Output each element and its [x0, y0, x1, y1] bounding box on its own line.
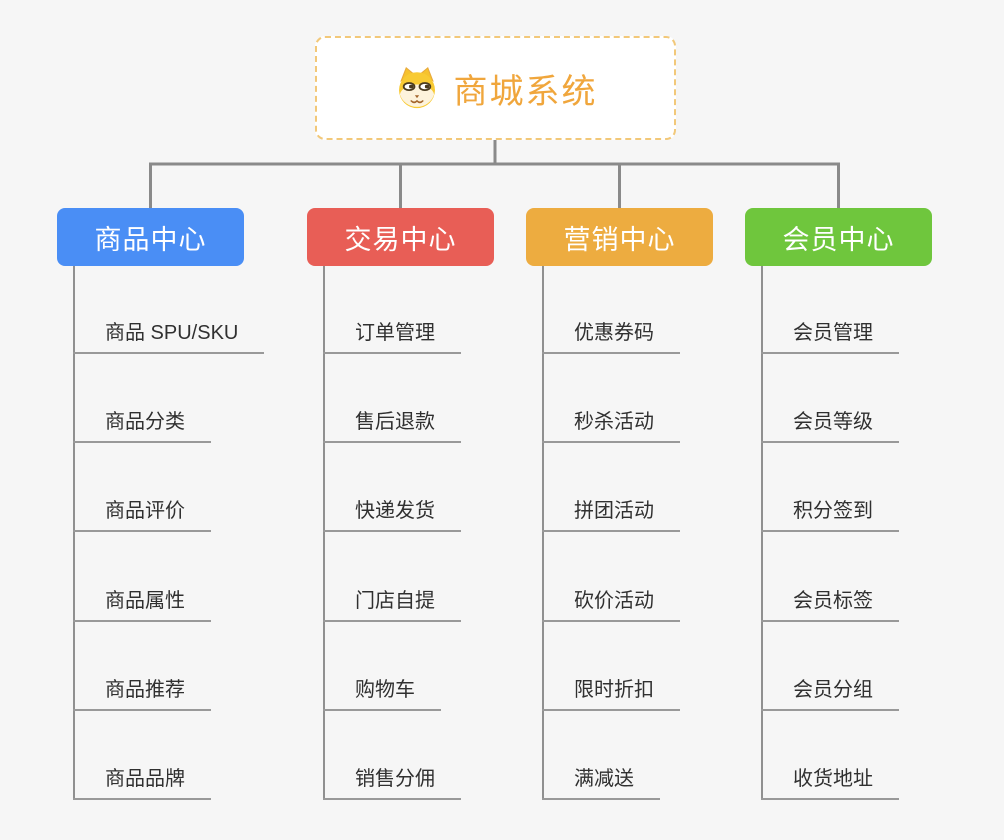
child-topic[interactable]: 会员分组	[761, 665, 899, 711]
child-topic[interactable]: 拼团活动	[542, 486, 680, 532]
child-topic[interactable]: 会员管理	[761, 308, 899, 354]
branch-trunk-line	[323, 266, 325, 800]
child-topic[interactable]: 收货地址	[761, 754, 899, 800]
child-topic[interactable]: 秒杀活动	[542, 397, 680, 443]
child-topic[interactable]: 快递发货	[323, 486, 461, 532]
branch-header-1[interactable]: 交易中心	[307, 208, 494, 266]
child-topic[interactable]: 商品 SPU/SKU	[73, 308, 265, 354]
child-topic[interactable]: 砍价活动	[542, 576, 680, 622]
child-topic[interactable]: 会员等级	[761, 397, 899, 443]
child-topic[interactable]: 售后退款	[323, 397, 461, 443]
child-topic[interactable]: 订单管理	[323, 308, 461, 354]
child-topic[interactable]: 商品推荐	[73, 665, 211, 711]
child-topic[interactable]: 商品属性	[73, 576, 211, 622]
child-topic[interactable]: 商品品牌	[73, 754, 211, 800]
child-topic[interactable]: 门店自提	[323, 576, 461, 622]
root-node[interactable]: 商城系统	[315, 36, 676, 140]
branch-trunk-line	[542, 266, 544, 800]
root-title: 商城系统	[453, 72, 598, 111]
child-topic[interactable]: 商品评价	[73, 486, 211, 532]
child-topic[interactable]: 优惠券码	[542, 308, 680, 354]
child-topic[interactable]: 满减送	[542, 754, 660, 800]
branch-header-0[interactable]: 商品中心	[57, 208, 244, 266]
child-topic[interactable]: 限时折扣	[542, 665, 680, 711]
child-topic[interactable]: 商品分类	[73, 397, 211, 443]
branch-header-2[interactable]: 营销中心	[526, 208, 713, 266]
child-topic[interactable]: 购物车	[323, 665, 441, 711]
dog-face-icon	[394, 65, 440, 111]
child-topic[interactable]: 积分签到	[761, 486, 899, 532]
branch-header-label: 商品中心	[94, 224, 207, 255]
branch-trunk-line	[761, 266, 763, 800]
branch-trunk-line	[73, 266, 75, 800]
branch-header-label: 交易中心	[344, 224, 457, 255]
branch-header-3[interactable]: 会员中心	[745, 208, 932, 266]
child-topic[interactable]: 销售分佣	[323, 754, 461, 800]
branch-header-label: 营销中心	[563, 224, 676, 255]
branch-header-label: 会员中心	[782, 224, 895, 255]
child-topic[interactable]: 会员标签	[761, 576, 899, 622]
